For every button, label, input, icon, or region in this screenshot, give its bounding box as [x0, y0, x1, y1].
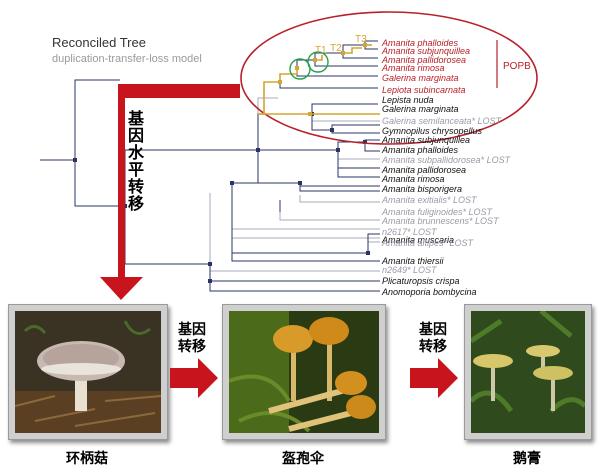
horizontal-transfer-label: 基 因 水 平 转 移 [127, 109, 144, 213]
taxon-label: Amanita muscaria [381, 235, 454, 245]
reconciled-tree-diagram: Reconciled Tree duplication-transfer-los… [40, 11, 538, 300]
event-label-t3: T3 [355, 34, 367, 45]
taxon-label: Lepista nuda [382, 95, 434, 105]
taxon-label: Lepiota subincarnata [382, 85, 466, 95]
event-label-t2: T2 [330, 43, 342, 54]
taxon-label: n2617* LOST [382, 227, 438, 237]
taxon-label: Galerina marginata [382, 104, 459, 114]
lepiota-photo-frame [8, 304, 168, 440]
taxon-label: Anomoporia bombycina [381, 287, 477, 297]
taxon-label: Amanita rimosa [381, 174, 445, 184]
taxon-label: Amanita subpallidorosea* LOST [381, 155, 512, 165]
event-label-t1: T1 [315, 45, 327, 56]
taxon-label: Plicaturopsis crispa [382, 276, 460, 286]
tree-subtitle: duplication-transfer-loss model [52, 53, 202, 65]
amanita-photo-frame [464, 304, 592, 440]
taxon-label: Amanita rimosa [381, 63, 445, 73]
galerina-mushroom-photo-icon [229, 311, 379, 433]
taxon-label: Amanita pallidorosea [381, 55, 466, 65]
amanita-mushroom-photo-icon [471, 311, 585, 433]
gene-transfer-arrow-1 [170, 358, 218, 398]
taxon-label: Amanita exitialis* LOST [381, 195, 478, 205]
taxon-label: n2649* LOST [382, 265, 438, 275]
taxon-label: Amanita subjunquillea [381, 46, 470, 56]
tree-title: Reconciled Tree [52, 35, 146, 50]
gene-transfer-arrow-2 [410, 358, 458, 398]
taxon-label: Galerina marginata [382, 73, 459, 83]
taxon-label: Amanita altipes* LOST [381, 238, 475, 248]
lepiota-mushroom-photo-icon [15, 311, 161, 433]
amanita-caption: 鹅膏 [513, 451, 541, 467]
taxon-label: Amanita brunnescens* LOST [381, 216, 500, 226]
popb-label: POPB [503, 61, 531, 72]
taxon-label: Galerina semilanceata* LOST [382, 116, 503, 126]
transfer-nodes [278, 43, 367, 116]
galerina-photo-frame [222, 304, 386, 440]
taxon-label: Amanita fuliginoides* LOST [381, 207, 494, 217]
taxon-label: Amanita phalloides [381, 145, 459, 155]
lepiota-caption: 环柄菇 [66, 451, 108, 467]
taxon-label: Amanita bisporigera [381, 184, 462, 194]
popb-highlight-ellipse [240, 11, 538, 145]
taxon-label: Amanita subjunquillea [381, 135, 470, 145]
galerina-caption: 盔孢伞 [282, 451, 324, 467]
horizontal-transfer-arrow [100, 84, 240, 300]
gene-transfer-label-2: 基因 转移 [419, 322, 447, 355]
taxon-label: Amanita thiersii [381, 256, 445, 266]
taxon-label: Gymnopilus chrysopellus [382, 126, 483, 136]
taxon-label: Amanita pallidorosea [381, 165, 466, 175]
duplication-circle [307, 51, 329, 73]
gene-transfer-label-1: 基因 转移 [178, 322, 206, 355]
lost-branches [209, 97, 380, 272]
taxon-label: Amanita phalloides [381, 38, 459, 48]
transfer-path [258, 44, 380, 115]
